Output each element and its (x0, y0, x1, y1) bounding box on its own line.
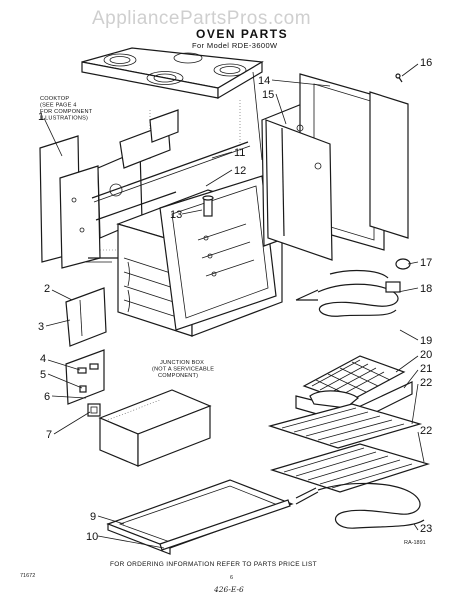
part-number: 9 (90, 511, 96, 523)
oven-cavity (116, 175, 284, 337)
part-number: 4 (40, 353, 46, 365)
page-number: 6 (230, 575, 233, 581)
rear-panels (261, 73, 409, 261)
part-number: 1 (38, 111, 44, 123)
part-number: 14 (258, 75, 270, 87)
watermark: AppliancePartsPros.com (92, 8, 311, 29)
part-number: 22 (420, 377, 432, 389)
part-number: 21 (420, 363, 432, 375)
leader-lines (43, 63, 425, 549)
part-number: 6 (44, 391, 50, 403)
part-number: 18 (420, 283, 432, 295)
part-number: 12 (234, 165, 246, 177)
oven-racks (267, 403, 431, 493)
cooktop-illustration (81, 47, 264, 161)
handwritten-note: 426-E-6 (213, 585, 244, 594)
part-number: 22 (420, 425, 432, 437)
part-number: 17 (420, 257, 432, 269)
junction-box (98, 389, 212, 467)
part-number: 23 (420, 523, 432, 535)
left-code: 71672 (20, 573, 35, 579)
part-number: 3 (38, 321, 44, 333)
part-number: 5 (40, 369, 46, 381)
part-number: 7 (46, 429, 52, 441)
page-subtitle: For Model RDE-3600W (192, 41, 278, 50)
part-number: 11 (234, 147, 245, 159)
part-number: 16 (420, 57, 432, 69)
left-small-parts (65, 287, 107, 417)
part-number: 20 (420, 349, 432, 361)
part-number: 13 (170, 209, 182, 221)
part-number: 19 (420, 335, 432, 347)
page-title: OVEN PARTS (196, 27, 288, 41)
part-number: 15 (262, 89, 274, 101)
ordering-note: FOR ORDERING INFORMATION REFER TO PARTS … (110, 561, 317, 568)
part-number: 10 (86, 531, 98, 543)
bake-element (295, 258, 411, 317)
doc-code: RA-1891 (404, 540, 426, 546)
part-number-labels: 1 2 3 4 5 6 7 9 10 11 12 13 14 15 16 17 … (38, 57, 432, 543)
broil-element (295, 482, 425, 529)
oven-door (106, 479, 294, 555)
part-number: 2 (44, 283, 50, 295)
